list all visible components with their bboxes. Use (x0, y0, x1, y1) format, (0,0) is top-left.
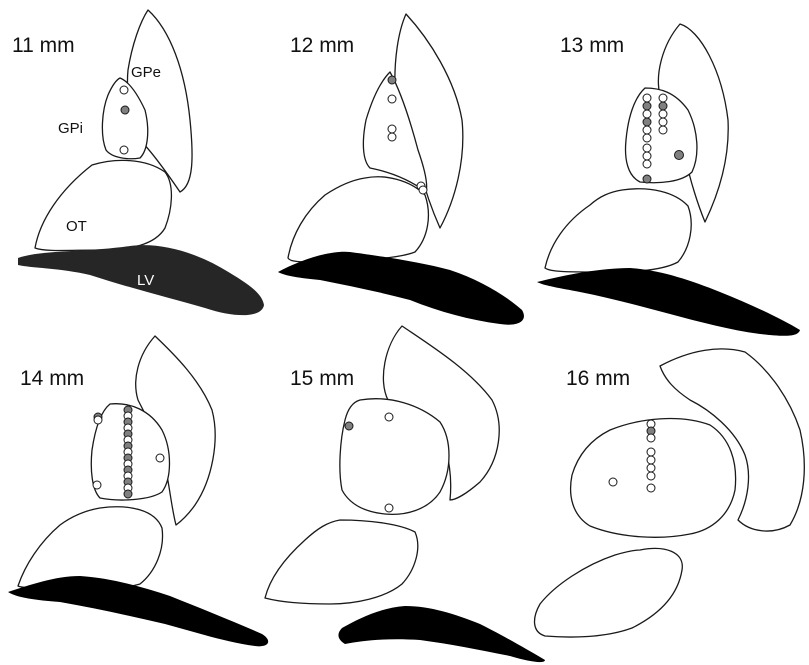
recording-site-open (609, 478, 617, 486)
ot-outline (545, 189, 691, 272)
ot-outline (35, 160, 171, 250)
recording-site-open (643, 110, 651, 118)
recording-site-filled (643, 175, 651, 183)
lateral-ventricle (537, 268, 800, 336)
recording-site-open (647, 456, 655, 464)
recording-site-open (643, 144, 651, 152)
recording-site-filled (659, 102, 667, 110)
panel-11mm: 11 mm GPe GPi OT LV (12, 10, 264, 315)
ot-label: OT (66, 218, 87, 235)
recording-site-open (643, 134, 651, 142)
lateral-ventricle (8, 576, 268, 646)
recording-site-open (643, 126, 651, 134)
electrode-track (124, 406, 132, 498)
recording-site-open (388, 125, 396, 133)
panel-15mm: 15 mm (265, 326, 545, 662)
panel-12mm: 12 mm (278, 14, 524, 325)
gpi-outline (340, 399, 449, 515)
recording-site-open (120, 86, 128, 94)
recording-site-open (385, 413, 393, 421)
recording-site-filled (388, 76, 396, 84)
lateral-ventricle (278, 252, 524, 325)
panel-14mm: 14 mm (8, 336, 268, 646)
recording-site-open (643, 160, 651, 168)
panel-title: 15 mm (290, 367, 354, 390)
recording-site-filled (124, 490, 132, 498)
recording-site-open (659, 94, 667, 102)
recording-site-open (647, 484, 655, 492)
panel-16mm: 16 mm (535, 349, 805, 637)
recording-site-filled (643, 118, 651, 126)
recording-site-filled (675, 151, 684, 160)
recording-site-open (93, 481, 101, 489)
recording-site-open (647, 448, 655, 456)
panel-title: 12 mm (290, 34, 354, 57)
recording-site-open (659, 118, 667, 126)
recording-site-filled (121, 106, 129, 114)
panel-title: 13 mm (560, 34, 624, 57)
recording-site-open (388, 133, 396, 141)
ot-outline (535, 548, 683, 637)
lateral-ventricle (338, 606, 545, 662)
gpe-label: GPe (131, 64, 161, 81)
panel-title: 11 mm (12, 34, 75, 57)
recording-site-open (156, 454, 164, 462)
recording-site-open (120, 146, 128, 154)
panel-13mm: 13 mm (537, 24, 800, 336)
recording-site-open (643, 94, 651, 102)
recording-site-open (647, 434, 655, 442)
ot-outline (18, 507, 163, 589)
recording-site-open (659, 110, 667, 118)
ot-outline (265, 520, 418, 604)
ot-outline (288, 177, 428, 262)
recording-site-open (647, 464, 655, 472)
lv-label: LV (137, 272, 154, 289)
panel-title: 16 mm (566, 367, 630, 390)
recording-site-filled (643, 102, 651, 110)
recording-site-filled (345, 422, 353, 430)
recording-site-open (659, 126, 667, 134)
recording-site-open (94, 416, 102, 424)
recording-site-open (385, 504, 393, 512)
recording-site-open (388, 95, 396, 103)
recording-site-open (647, 472, 655, 480)
recording-site-open (419, 186, 427, 194)
gpi-label: GPi (58, 120, 83, 137)
panel-title: 14 mm (20, 367, 84, 390)
recording-site-open (643, 152, 651, 160)
